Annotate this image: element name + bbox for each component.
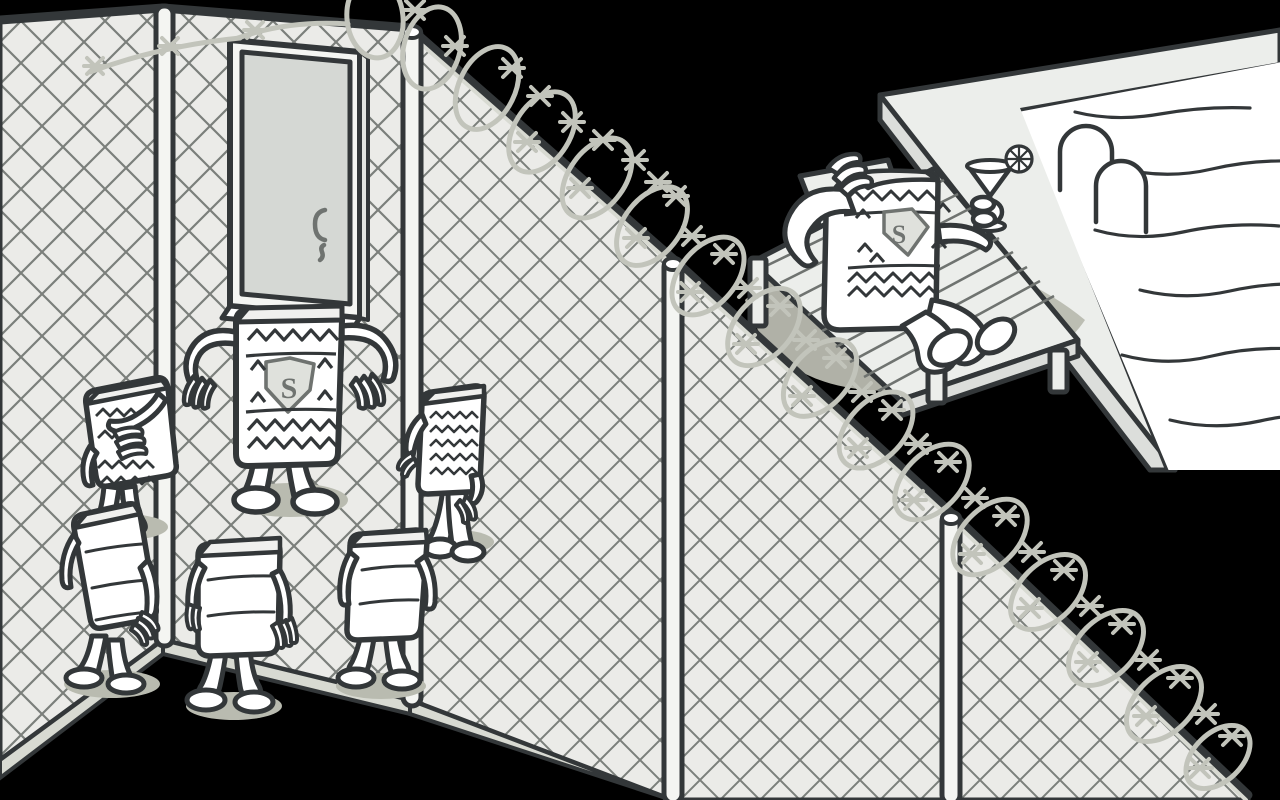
fence-doc-zigzags bbox=[429, 410, 479, 476]
br-arm-right bbox=[414, 553, 438, 612]
hero-emblem-letter: S bbox=[281, 372, 298, 405]
waving-hand bbox=[112, 425, 149, 461]
bl-hand-right bbox=[129, 610, 161, 647]
vip-hand-behind-head bbox=[825, 151, 875, 199]
hero-arm-right bbox=[339, 322, 399, 385]
hero-hand-left bbox=[181, 373, 218, 411]
vip-arm-behind-head bbox=[782, 186, 857, 269]
bc-foot-2 bbox=[232, 689, 276, 715]
vip-arm-drink bbox=[935, 222, 994, 253]
hero-body-top bbox=[233, 303, 345, 325]
cocktail-glass bbox=[965, 144, 1034, 233]
fence-doc-hand-left bbox=[395, 450, 419, 480]
bl-arm-left bbox=[59, 531, 82, 591]
vip-zigzag-bottom bbox=[846, 271, 940, 284]
gate-edge bbox=[358, 50, 370, 322]
br-text-lines bbox=[358, 564, 422, 606]
vip-zigzag-top bbox=[844, 189, 938, 202]
document-character-at-fence bbox=[395, 383, 487, 564]
ground-void bbox=[0, 648, 672, 800]
br-foot-2 bbox=[381, 668, 423, 692]
vip-emblem: S bbox=[882, 207, 930, 257]
fence-doc-hand-right bbox=[454, 494, 478, 526]
document-character-blank-right bbox=[335, 527, 438, 692]
locked-gate[interactable] bbox=[219, 37, 370, 333]
bl-foot-2 bbox=[105, 672, 147, 696]
fence-doc-top bbox=[419, 383, 487, 407]
br-body-top bbox=[347, 527, 430, 549]
gate-handle[interactable] bbox=[312, 207, 328, 243]
hero-rule-2 bbox=[245, 407, 337, 414]
ladder-rail-2 bbox=[1093, 158, 1149, 235]
waving-arm-lower bbox=[80, 443, 100, 489]
hero-zigzag-top bbox=[246, 328, 340, 342]
gate-keyhole[interactable] bbox=[317, 242, 327, 263]
fence-post-1 bbox=[153, 3, 176, 649]
bl-foot-1 bbox=[63, 666, 105, 690]
razor-wire-coil bbox=[82, 0, 1253, 792]
vip-emblem-letter: S bbox=[892, 220, 906, 249]
fence-panel-c bbox=[410, 28, 672, 800]
fence-panel-d bbox=[672, 258, 950, 800]
citrus-wheel-icon bbox=[1004, 144, 1034, 174]
document-character-blank-left bbox=[59, 500, 161, 696]
bc-hand-right bbox=[270, 616, 299, 650]
hero-foot-2 bbox=[290, 487, 340, 517]
hero-zigzag-bottom-2 bbox=[246, 436, 340, 450]
br-foot-1 bbox=[335, 666, 377, 690]
br-arm-left bbox=[337, 549, 360, 608]
bl-body-top bbox=[71, 501, 143, 531]
fence-post-3 bbox=[661, 255, 685, 800]
vip-emblem-shield bbox=[882, 207, 930, 257]
bc-body-top bbox=[195, 535, 283, 559]
waving-body-top bbox=[83, 377, 171, 407]
bc-foot-1 bbox=[184, 687, 228, 713]
hero-emblem-shield bbox=[264, 356, 316, 414]
fence-post-4 bbox=[939, 509, 963, 800]
vip-rule-2 bbox=[847, 263, 941, 270]
hero-hand-right bbox=[348, 371, 387, 411]
fence-doc-foot-2 bbox=[449, 540, 487, 564]
br-body bbox=[344, 527, 430, 643]
hero-chevrons bbox=[249, 357, 334, 403]
hero-foot-1 bbox=[231, 485, 281, 515]
vip-foot-2 bbox=[974, 316, 1018, 356]
pool-ladder-rails bbox=[1057, 123, 1149, 235]
bc-text-lines bbox=[206, 574, 276, 618]
lounger-group: S bbox=[747, 144, 1081, 419]
vip-foot-1 bbox=[927, 328, 973, 368]
water-ripples bbox=[1073, 106, 1280, 428]
gate-panel bbox=[239, 49, 353, 307]
vip-zigzag-bottom-2 bbox=[846, 285, 940, 298]
hero-zigzag-bottom-1 bbox=[246, 418, 340, 432]
document-character-vip-lounging: S bbox=[782, 151, 1018, 375]
document-character-hero: S bbox=[181, 303, 399, 517]
vip-hand-holding-glass bbox=[969, 194, 1005, 229]
document-character-blank-center bbox=[184, 535, 299, 715]
bc-hand-left bbox=[184, 602, 202, 634]
hero-rule-1 bbox=[245, 351, 337, 358]
hero-emblem: S bbox=[264, 356, 316, 414]
razor-barbs bbox=[82, 0, 1246, 779]
lounger-leg-3 bbox=[1047, 347, 1070, 395]
